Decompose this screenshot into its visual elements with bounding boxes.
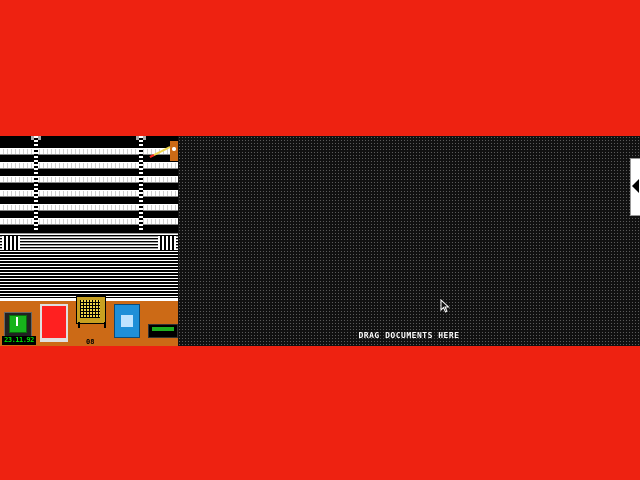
printer-counter: 08 [86,338,95,346]
shelf-row [0,176,178,183]
bookshelf [0,136,178,232]
shelf-row [0,204,178,211]
printer-body [76,296,106,324]
drop-zone-label: DRAG DOCUMENTS HERE [358,331,460,340]
desktop-screen: 23.11.92 08 DRAG DOCUMENTS HERE [0,136,640,346]
date-display: 23.11.92 [2,336,36,345]
floor-strip [0,232,178,250]
office-desk-panel: 23.11.92 08 [0,136,178,346]
clock-icon[interactable] [4,312,32,338]
printer-grid [80,300,100,318]
document-drop-zone[interactable]: DRAG DOCUMENTS HERE [178,136,640,346]
disk-label [121,315,133,327]
shelf-post [139,136,143,232]
printer-icon[interactable] [76,296,106,328]
shelf-row [0,148,178,155]
clock-hand [16,317,18,326]
clock-face [9,315,27,333]
shelf-post [34,136,38,232]
drawer-slot [152,327,174,331]
office-floor [0,250,178,300]
shelf-row [0,162,178,169]
drawer-icon[interactable] [148,324,178,338]
mouse-pointer-icon [440,299,450,313]
shelf-row [0,190,178,197]
disk-icon[interactable] [114,304,140,338]
arrow-left-icon [632,179,639,193]
printer-stand [78,322,106,328]
pen-icon[interactable] [148,141,178,161]
side-panel-tab[interactable] [630,158,640,216]
trash-icon[interactable] [40,304,68,342]
shelf-row [0,218,178,225]
